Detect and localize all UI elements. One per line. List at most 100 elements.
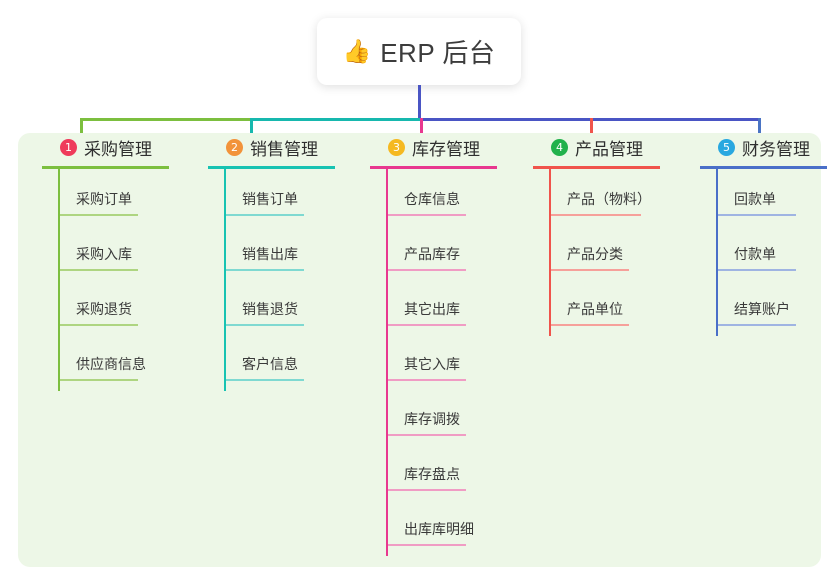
leaf-node[interactable]: 回款单 xyxy=(716,169,839,224)
leaf-underline xyxy=(226,214,304,216)
leaf-node[interactable]: 采购订单 xyxy=(58,169,198,224)
column-badge-product: 4 xyxy=(551,138,568,156)
column-header-finance[interactable]: 5 财务管理 xyxy=(696,133,839,161)
column-finance: 5 财务管理回款单付款单结算账户 xyxy=(696,133,839,336)
column-badge-inventory: 3 xyxy=(388,138,405,156)
leaf-node[interactable]: 产品单位 xyxy=(549,279,689,334)
leaf-label: 采购退货 xyxy=(76,301,132,317)
column-spine-purchase xyxy=(58,169,60,391)
leaf-underline xyxy=(388,489,466,491)
leaf-node[interactable]: 销售出库 xyxy=(224,224,364,279)
leaf-node[interactable]: 采购退货 xyxy=(58,279,198,334)
column-inventory: 3 库存管理仓库信息产品库存其它出库其它入库库存调拨库存盘点出库库明细 xyxy=(366,133,526,556)
leaf-underline xyxy=(60,269,138,271)
thumbs-up-icon: 👍 xyxy=(342,38,372,64)
column-badge-purchase: 1 xyxy=(60,138,77,156)
leaf-node[interactable]: 销售退货 xyxy=(224,279,364,334)
leaf-underline xyxy=(551,324,629,326)
leaf-node[interactable]: 客户信息 xyxy=(224,334,364,389)
column-items-finance: 回款单付款单结算账户 xyxy=(716,169,839,336)
leaf-label: 产品单位 xyxy=(567,301,623,317)
leaf-node[interactable]: 产品（物料） xyxy=(549,169,689,224)
leaf-underline xyxy=(551,269,629,271)
leaf-underline xyxy=(226,324,304,326)
column-purchase: 1 采购管理采购订单采购入库采购退货供应商信息 xyxy=(38,133,198,391)
column-header-product[interactable]: 4 产品管理 xyxy=(529,133,689,161)
leaf-label: 其它出库 xyxy=(404,301,460,317)
column-items-product: 产品（物料） 产品分类产品单位 xyxy=(549,169,689,336)
leaf-label: 其它入库 xyxy=(404,356,460,372)
column-spine-sales xyxy=(224,169,226,391)
leaf-node[interactable]: 其它入库 xyxy=(386,334,526,389)
column-title-inventory: 库存管理 xyxy=(412,139,480,159)
leaf-underline xyxy=(551,214,641,216)
leaf-underline xyxy=(60,379,138,381)
leaf-label: 仓库信息 xyxy=(404,191,460,207)
column-header-sales[interactable]: 2 销售管理 xyxy=(204,133,364,161)
leaf-underline xyxy=(718,324,796,326)
column-header-inventory[interactable]: 3 库存管理 xyxy=(366,133,526,161)
leaf-label: 出库库明细 xyxy=(404,521,474,537)
leaf-node[interactable]: 其它出库 xyxy=(386,279,526,334)
column-underline-sales xyxy=(208,166,335,169)
column-items-sales: 销售订单销售出库销售退货客户信息 xyxy=(224,169,364,391)
column-title-product: 产品管理 xyxy=(575,139,643,159)
column-underline-finance xyxy=(700,166,827,169)
column-spine-product xyxy=(549,169,551,336)
column-title-sales: 销售管理 xyxy=(250,139,318,159)
column-items-inventory: 仓库信息产品库存其它出库其它入库库存调拨库存盘点出库库明细 xyxy=(386,169,526,556)
leaf-label: 供应商信息 xyxy=(76,356,146,372)
leaf-underline xyxy=(388,324,466,326)
leaf-label: 销售出库 xyxy=(242,246,298,262)
column-title-purchase: 采购管理 xyxy=(84,139,152,159)
leaf-underline xyxy=(388,214,466,216)
leaf-label: 结算账户 xyxy=(734,301,790,317)
leaf-label: 付款单 xyxy=(734,246,776,262)
column-spine-inventory xyxy=(386,169,388,556)
diagram-panel: 1 采购管理采购订单采购入库采购退货供应商信息 2 销售管理销售订单销售出库销售退货客… xyxy=(18,133,827,567)
leaf-node[interactable]: 采购入库 xyxy=(58,224,198,279)
leaf-underline xyxy=(388,544,466,546)
column-header-purchase[interactable]: 1 采购管理 xyxy=(38,133,198,161)
leaf-node[interactable]: 销售订单 xyxy=(224,169,364,224)
leaf-underline xyxy=(388,434,466,436)
leaf-node[interactable]: 仓库信息 xyxy=(386,169,526,224)
root-trunk-connector xyxy=(418,85,421,120)
column-badge-sales: 2 xyxy=(226,138,243,156)
root-node-title: ERP 后台 xyxy=(380,38,496,68)
leaf-underline xyxy=(226,269,304,271)
column-underline-purchase xyxy=(42,166,169,169)
leaf-underline xyxy=(388,269,466,271)
leaf-node[interactable]: 产品库存 xyxy=(386,224,526,279)
leaf-underline xyxy=(718,269,796,271)
leaf-node[interactable]: 库存盘点 xyxy=(386,444,526,499)
column-badge-finance: 5 xyxy=(718,138,735,156)
leaf-node[interactable]: 结算账户 xyxy=(716,279,839,334)
root-node-card[interactable]: 👍 ERP 后台 xyxy=(317,18,521,85)
leaf-label: 采购订单 xyxy=(76,191,132,207)
column-items-purchase: 采购订单采购入库采购退货供应商信息 xyxy=(58,169,198,391)
column-product: 4 产品管理产品（物料） 产品分类产品单位 xyxy=(529,133,689,336)
column-sales: 2 销售管理销售订单销售出库销售退货客户信息 xyxy=(204,133,364,391)
leaf-label: 销售退货 xyxy=(242,301,298,317)
leaf-node[interactable]: 出库库明细 xyxy=(386,499,526,554)
leaf-label: 产品分类 xyxy=(567,246,623,262)
bar-teal xyxy=(250,118,420,121)
leaf-node[interactable]: 付款单 xyxy=(716,224,839,279)
column-title-finance: 财务管理 xyxy=(742,139,810,159)
leaf-label: 回款单 xyxy=(734,191,776,207)
leaf-underline xyxy=(60,324,138,326)
leaf-node[interactable]: 产品分类 xyxy=(549,224,689,279)
column-underline-product xyxy=(533,166,660,169)
leaf-node[interactable]: 供应商信息 xyxy=(58,334,198,389)
leaf-node[interactable]: 库存调拨 xyxy=(386,389,526,444)
leaf-label: 销售订单 xyxy=(242,191,298,207)
bar-green xyxy=(80,118,250,121)
leaf-underline xyxy=(60,214,138,216)
leaf-label: 产品（物料） xyxy=(567,191,651,207)
leaf-label: 库存盘点 xyxy=(404,466,460,482)
leaf-label: 采购入库 xyxy=(76,246,132,262)
leaf-label: 客户信息 xyxy=(242,356,298,372)
leaf-label: 产品库存 xyxy=(404,246,460,262)
column-underline-inventory xyxy=(370,166,497,169)
